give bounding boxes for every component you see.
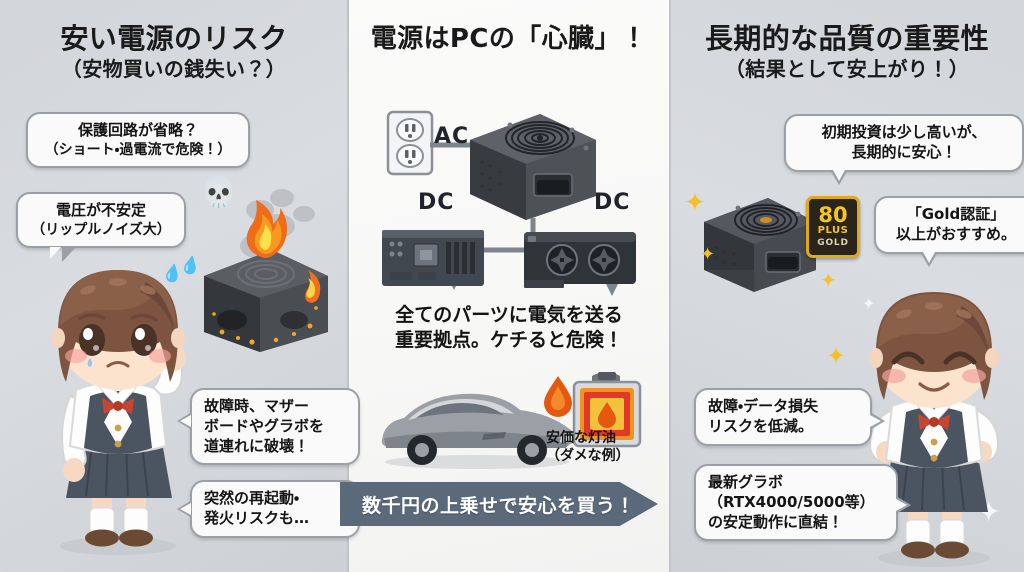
panel-divider-right <box>669 0 671 572</box>
label-dc-right: DC <box>594 190 631 215</box>
bubble-gpu-line3: の安定動作に直結！ <box>708 512 844 531</box>
bubble-latest-gpu: 最新グラボ （RTX4000/5000等） の安定動作に直結！ <box>694 464 911 542</box>
bubble-reboot-tail <box>177 500 192 518</box>
label-dc-left: DC <box>418 190 455 215</box>
quality-power-supply-illustration <box>704 198 816 292</box>
right-title-sub: （結果として安上がり！） <box>724 57 970 82</box>
bubble-initial-investment: 初期投資は少し高いが、 長期的に安心！ <box>784 114 1024 185</box>
smiling-schoolgirl-character <box>868 292 1000 567</box>
bubble-collateral-tail <box>177 412 192 430</box>
left-panel-title: 安い電源のリスク （安物買いの銭失い？） <box>0 24 348 80</box>
bubble-gold-line1: 「Gold認証」 <box>906 205 1006 223</box>
sparkle-icon-3: ✦ <box>820 268 837 292</box>
bubble-gold-certification: 「Gold認証」 以上がおすすめ。 <box>874 196 1024 267</box>
sparkle-icon-6: ✦ <box>862 294 876 313</box>
oil-can-illustration <box>572 372 642 448</box>
sports-car-illustration <box>381 393 576 469</box>
bubble-voltage-line1: 電圧が不安定 <box>55 201 146 219</box>
oil-caption: 安価な灯油 （ダメな例） <box>546 430 656 465</box>
bottom-banner-arrow: 数千円の上乗せで安心を買う！ <box>340 482 658 526</box>
wall-outlet-icon <box>386 110 434 176</box>
bubble-initial-line1: 初期投資は少し高いが、 <box>821 123 987 141</box>
oil-caption-line2: （ダメな例） <box>546 447 630 464</box>
middle-panel-title: 電源はPCの「心臓」！ <box>348 24 670 54</box>
bubble-reboot-line1: 突然の再起動・ <box>204 489 300 507</box>
eighty-plus-gold-badge: 80 PLUS GOLD <box>806 196 860 258</box>
bubble-gpu-line1: 最新グラボ <box>708 473 784 491</box>
panel-divider-left <box>347 0 349 572</box>
bubble-protection-line1: 保護回路が省略？ <box>77 121 198 139</box>
bubble-collateral-line2: ボードやグラボを <box>204 416 325 435</box>
bubble-sudden-reboot: 突然の再起動・ 発火リスクも… <box>177 480 360 538</box>
bubble-initial-line2: 長期的に安心！ <box>851 142 957 161</box>
burning-power-supply-illustration <box>204 250 328 352</box>
left-title-sub: （安物買いの銭失い？） <box>61 57 287 82</box>
label-ac: AC <box>434 124 470 149</box>
badge-plus-label: PLUS <box>817 224 849 236</box>
bubble-gold-tail <box>920 251 938 267</box>
right-panel-title: 長期的な品質の重要性 （結果として安上がり！） <box>670 24 1024 80</box>
oil-caption-line1: 安価な灯油 <box>546 430 616 446</box>
motherboard-illustration <box>382 230 484 286</box>
badge-tier-label: GOLD <box>817 237 849 248</box>
bubble-gpu-tail <box>896 496 911 514</box>
bubble-reboot-line2: 発火リスクも… <box>204 508 310 527</box>
fire-icon <box>246 200 288 258</box>
bubble-voltage-tail <box>50 246 77 263</box>
graphics-card-illustration <box>524 232 636 288</box>
bubble-collateral-line3: 道連れに破壊！ <box>204 436 310 455</box>
right-title-main: 長期的な品質の重要性 <box>704 22 989 55</box>
bubble-collateral-line1: 故障時、マザー <box>204 397 310 415</box>
skull-icon: 💀 <box>200 175 238 210</box>
worried-schoolgirl-character <box>51 270 186 555</box>
bubble-protection-line2: （ショート・過電流で危険！） <box>44 141 232 158</box>
bubble-risk-line1: 故障・データ損失 <box>708 397 819 415</box>
sparkle-icon-2: ✦ <box>700 244 716 265</box>
sparkle-icon-1: ✦ <box>684 188 706 218</box>
sparkle-icon-4: ✦ <box>826 342 847 370</box>
power-supply-unit-illustration <box>470 114 596 220</box>
middle-caption-line2: 重要拠点。ケチると危険！ <box>394 328 623 351</box>
middle-caption: 全てのパーツに電気を送る 重要拠点。ケチると危険！ <box>348 303 670 352</box>
badge-number: 80 <box>818 203 848 228</box>
bubble-gpu-line2: （RTX4000/5000等） <box>708 492 875 511</box>
middle-title-main: 電源はPCの「心臓」！ <box>370 24 648 54</box>
bubble-initial-tail <box>830 169 848 185</box>
middle-caption-line1: 全てのパーツに電気を送る <box>395 304 623 326</box>
bubble-voltage-line2: （リップルノイズ大） <box>31 221 171 238</box>
oil-drop-icon <box>544 376 572 417</box>
bubble-unstable-voltage: 電圧が不安定 （リップルノイズ大） <box>16 192 186 263</box>
bubble-gold-line2: 以上がおすすめ。 <box>895 224 1016 243</box>
bubble-protection-circuit: 保護回路が省略？ （ショート・過電流で危険！） <box>26 112 250 169</box>
bubble-collateral-damage: 故障時、マザー ボードやグラボを 道連れに破壊！ <box>177 388 360 466</box>
bubble-risk-tail <box>870 412 885 430</box>
bubble-risk-line2: リスクを低減。 <box>708 416 814 435</box>
left-title-main: 安い電源のリスク <box>60 22 288 55</box>
banner-text: 数千円の上乗せで安心を買う！ <box>362 494 636 517</box>
bubble-risk-reduction: 故障・データ損失 リスクを低減。 <box>694 388 885 446</box>
